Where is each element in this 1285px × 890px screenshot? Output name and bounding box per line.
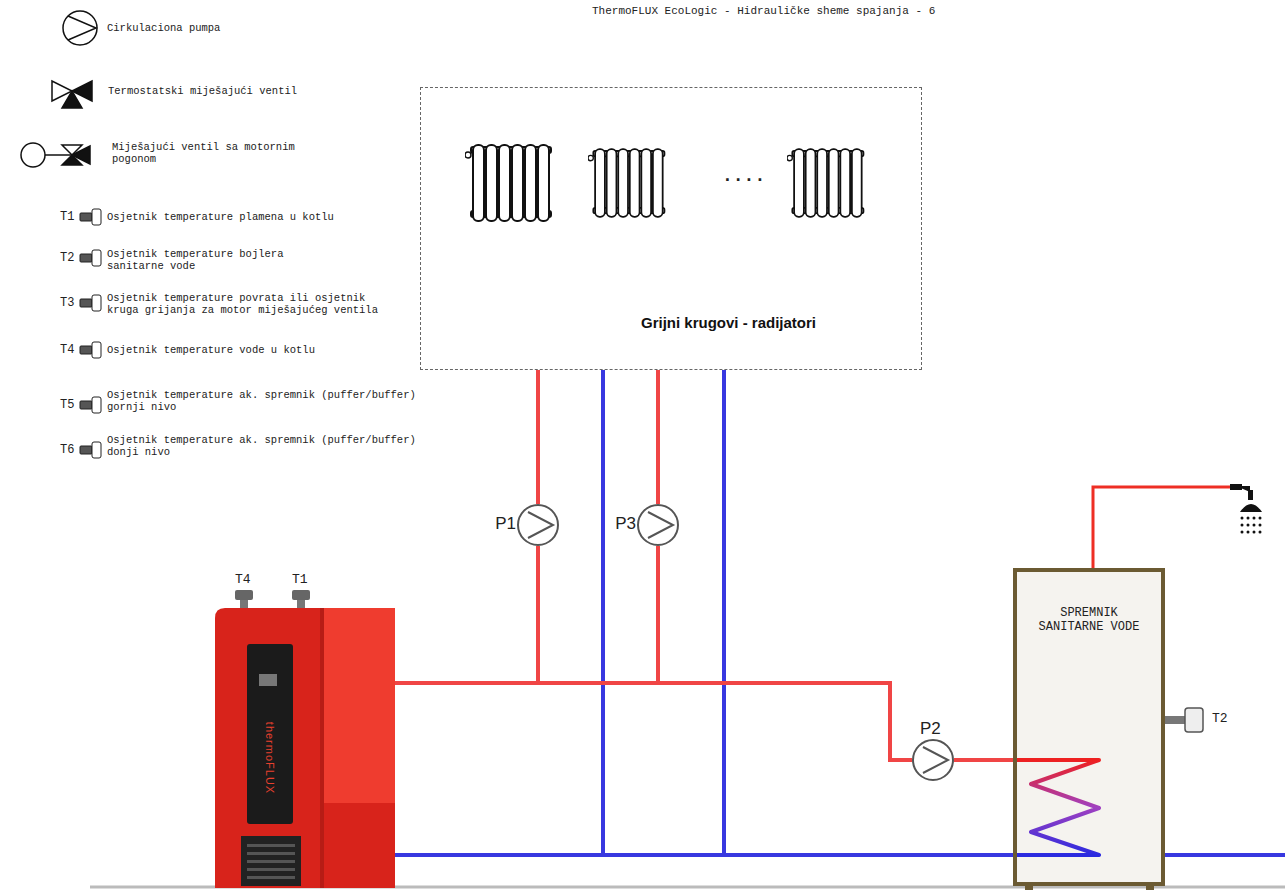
pipe-connector — [954, 758, 1013, 762]
legend-text: Osjetnik temperature bojlera sanitarne v… — [107, 248, 292, 272]
cold-water-pipe — [1165, 853, 1285, 857]
legend-text: Termostatski miješajući ventil — [108, 85, 408, 97]
legend-text: Osjetnik temperature ak. spremnik (puffe… — [107, 389, 427, 413]
boiler-body — [215, 608, 395, 888]
pipe-connector — [395, 853, 1013, 857]
diagram-title: ThermoFLUX EcoLogic - Hidrauličke sheme … — [592, 5, 935, 17]
sensor-tag: T4 — [235, 572, 251, 587]
sensor-symbols — [80, 209, 101, 458]
legend-symbols — [21, 11, 97, 167]
pump-node: P3 — [637, 504, 679, 546]
pump-label: P3 — [615, 514, 636, 534]
tank-sensor — [1165, 708, 1203, 732]
legend-text: Osjetnik temperature ak. spremnik (puffe… — [107, 434, 427, 458]
pump-node: P2 — [912, 739, 954, 781]
tank-node: SPREMNIK SANITARNE VODE — [1013, 568, 1165, 886]
sensor-tag: T5 — [60, 398, 74, 412]
pump-node: P1 — [517, 504, 559, 546]
shower-icon — [1230, 484, 1262, 534]
pump-symbol — [519, 506, 557, 544]
legend-text: Cirkulaciona pumpa — [107, 22, 407, 34]
pump-symbol — [639, 506, 677, 544]
radiator-icons — [465, 145, 863, 221]
legend-text: Osjetnik temperature vode u kotlu — [107, 344, 427, 356]
pump-label: P1 — [495, 514, 516, 534]
pump-label: P2 — [920, 719, 941, 739]
sensor-tag: T1 — [292, 572, 308, 587]
sensor-tag: T4 — [60, 343, 74, 357]
sensor-tag: T3 — [60, 296, 74, 310]
region-title: Grijni krugovi - radijatori — [641, 314, 816, 331]
sensor-tag: T1 — [60, 210, 74, 224]
pipe-connector — [395, 370, 603, 855]
pipe-connector — [536, 370, 540, 504]
pipe-connector — [395, 683, 912, 760]
tank-title: SPREMNIK SANITARNE VODE — [1029, 606, 1149, 635]
pipe-connector — [656, 370, 660, 504]
sensor-tag: T6 — [60, 443, 74, 457]
pump-symbol — [914, 741, 952, 779]
pipe-connector — [395, 370, 724, 855]
pipe-connector — [395, 546, 658, 683]
ellipsis-dots: .... — [722, 166, 765, 186]
legend-text: Osjetnik temperature povrata ili osjetni… — [107, 292, 387, 316]
sensor-tag: T2 — [1212, 711, 1228, 726]
hot-water-pipe — [1093, 487, 1232, 570]
pipe-connector — [395, 546, 538, 683]
legend-text: Osjetnik temperature plamena u kotlu — [107, 211, 427, 223]
rad-node: Grijni krugovi - radijatori — [420, 87, 922, 370]
boiler-sensors — [235, 590, 310, 610]
boiler-node: thermoFLUX — [215, 608, 395, 888]
boiler-logo: thermoFLUX — [264, 722, 276, 794]
legend-text: Miješajući ventil sa motornim pogonom — [112, 141, 307, 165]
sensor-tag: T2 — [60, 251, 74, 265]
